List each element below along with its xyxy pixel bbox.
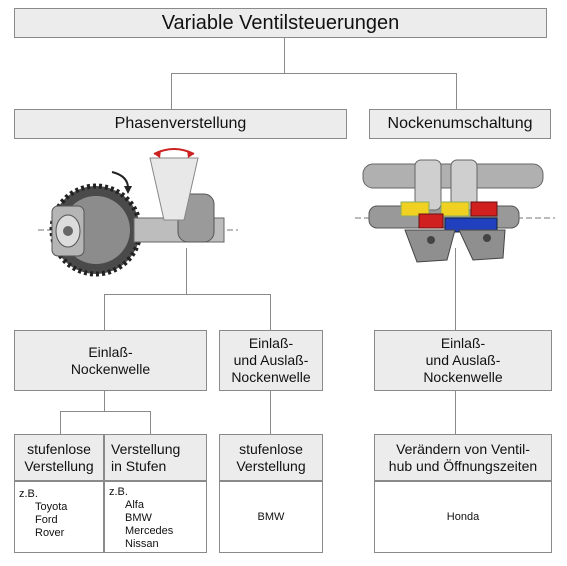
example-rover: Rover bbox=[35, 527, 65, 539]
connector bbox=[150, 411, 151, 434]
cam-switching-illustration bbox=[355, 159, 555, 263]
intake-line-2: Nockenwelle bbox=[70, 360, 151, 377]
example-prefix: z.B. bbox=[19, 488, 38, 500]
connector bbox=[60, 411, 61, 434]
example-prefix: z.B. bbox=[109, 486, 128, 498]
phase-adjuster-illustration bbox=[38, 148, 238, 277]
stepless-line-2: Verstellung bbox=[24, 457, 94, 474]
connector bbox=[284, 38, 285, 73]
cam-both-line-1: Einlaß- bbox=[440, 335, 486, 351]
valve-lift-examples-box: Honda bbox=[374, 481, 552, 553]
stepped-adjustment-box: Verstellung in Stufen bbox=[104, 434, 207, 481]
stepless-line-1: stufenlose bbox=[27, 440, 91, 457]
stepped-line-1: Verstellung bbox=[111, 440, 181, 457]
connector bbox=[270, 391, 271, 434]
stepless-examples-box: z.B. Toyota Ford Rover bbox=[14, 481, 104, 553]
both-stepless-adjustment-box: stufenlose Verstellung bbox=[219, 434, 323, 481]
example-mercedes: Mercedes bbox=[125, 525, 174, 537]
connector bbox=[104, 294, 105, 330]
intake-line-1: Einlaß- bbox=[88, 343, 133, 360]
cam-both-line-2: und Auslaß- bbox=[425, 352, 501, 368]
connector bbox=[104, 391, 105, 411]
phase-both-camshafts-box: Einlaß- und Auslaß- Nockenwelle bbox=[219, 330, 323, 391]
phase-header: Phasenverstellung bbox=[14, 109, 347, 139]
example-bmw: BMW bbox=[125, 512, 152, 524]
both-stepless-line-2: Verstellung bbox=[236, 457, 306, 474]
connector bbox=[171, 73, 172, 109]
cam-both-camshafts-box: Einlaß- und Auslaß- Nockenwelle bbox=[374, 330, 552, 391]
stepless-adjustment-box: stufenlose Verstellung bbox=[14, 434, 104, 481]
phase-both-line-1: Einlaß- bbox=[248, 335, 294, 351]
phase-both-line-2: und Auslaß- bbox=[233, 352, 309, 368]
variation-line-1: Verändern von Ventil- bbox=[396, 440, 530, 457]
example-alfa: Alfa bbox=[125, 499, 144, 511]
cam-header: Nockenumschaltung bbox=[369, 109, 551, 139]
connector bbox=[455, 391, 456, 434]
example-honda: Honda bbox=[446, 510, 480, 523]
variation-line-2: hub und Öffnungszeiten bbox=[388, 457, 538, 474]
stepped-examples-box: z.B. Alfa BMW Mercedes Nissan bbox=[104, 481, 207, 553]
cam-both-line-3: Nockenwelle bbox=[423, 369, 503, 385]
example-toyota: Toyota bbox=[35, 501, 68, 513]
both-stepless-line-1: stufenlose bbox=[239, 440, 303, 457]
cam-header-text: Nockenumschaltung bbox=[387, 115, 533, 132]
diagram-title-text: Variable Ventilsteuerungen bbox=[161, 11, 400, 34]
connector bbox=[186, 248, 187, 294]
valve-lift-variation-box: Verändern von Ventil- hub und Öffnungsze… bbox=[374, 434, 552, 481]
phase-header-text: Phasenverstellung bbox=[114, 115, 247, 132]
phase-both-line-3: Nockenwelle bbox=[231, 369, 311, 385]
diagram-title: Variable Ventilsteuerungen bbox=[14, 8, 547, 38]
connector bbox=[171, 73, 457, 74]
intake-camshaft-box: Einlaß- Nockenwelle bbox=[14, 330, 207, 391]
connector bbox=[104, 294, 271, 295]
connector bbox=[456, 73, 457, 109]
example-bmw-single: BMW bbox=[257, 510, 285, 523]
stepped-line-2: in Stufen bbox=[111, 457, 167, 474]
example-nissan: Nissan bbox=[125, 538, 159, 550]
connector bbox=[60, 411, 150, 412]
connector bbox=[270, 294, 271, 330]
connector bbox=[455, 248, 456, 330]
both-stepless-examples-box: BMW bbox=[219, 481, 323, 553]
example-ford: Ford bbox=[35, 514, 58, 526]
